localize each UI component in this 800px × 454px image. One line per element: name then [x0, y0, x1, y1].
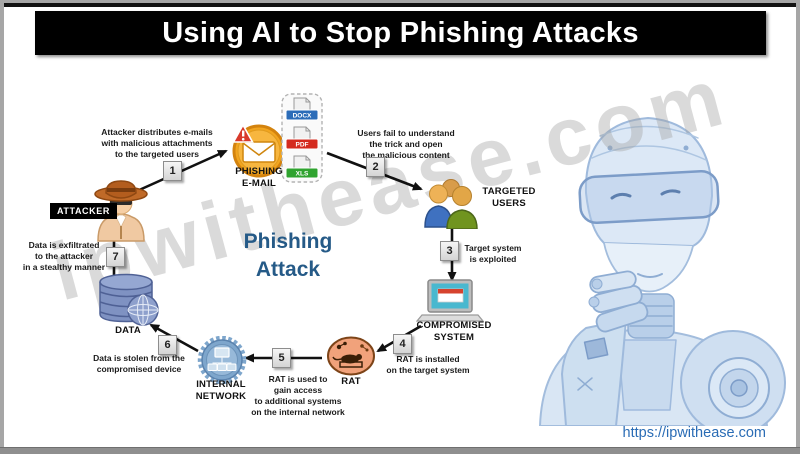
step-3-badge: 3	[440, 241, 459, 261]
step-3-text: Target system is exploited	[464, 243, 522, 265]
ai-robot-illustration	[539, 117, 786, 426]
svg-text:DOCX: DOCX	[293, 113, 312, 120]
frame-border-left	[0, 0, 4, 454]
pdf-file-icon: PDF	[285, 126, 319, 150]
docx-file-icon: DOCX	[285, 97, 319, 121]
step-6-badge: 6	[158, 335, 177, 355]
step-5-badge: 5	[272, 348, 291, 368]
warning-triangle-icon	[232, 124, 254, 143]
step-7-badge: 7	[106, 247, 125, 267]
phishing-email-icon	[232, 124, 286, 178]
malicious-attachments-icons: DOCX PDF XLS	[281, 93, 323, 183]
internal-network-label: INTERNAL NETWORK	[195, 379, 247, 402]
svg-text:PDF: PDF	[296, 142, 309, 149]
frame-top-black-strip	[0, 3, 800, 7]
data-database-icon	[99, 273, 159, 326]
globe-icon	[127, 294, 159, 326]
frame-border-right	[796, 0, 800, 454]
targeted-users-icon	[424, 179, 478, 229]
rat-malware-icon	[327, 336, 375, 376]
data-label: DATA	[115, 325, 141, 336]
svg-text:XLS: XLS	[296, 171, 309, 178]
attacker-label: ATTACKER	[50, 203, 117, 219]
phishing-email-label: PHISHING E-MAIL	[235, 166, 283, 189]
compromised-system-laptop-icon	[416, 279, 484, 322]
step-5-text: RAT is used to gain access to additional…	[251, 374, 345, 418]
diagram-center-title: Phishing Attack	[243, 230, 333, 282]
step-4-badge: 4	[393, 334, 412, 354]
targeted-users-label: TARGETED USERS	[482, 186, 536, 209]
frame-border-top	[0, 0, 800, 3]
title-bar: Using AI to Stop Phishing Attacks	[35, 11, 766, 55]
step-6-text: Data is stolen from the compromised devi…	[93, 353, 185, 375]
page-title: Using AI to Stop Phishing Attacks	[162, 16, 639, 49]
website-link[interactable]: https://ipwithease.com	[622, 425, 766, 441]
compromised-system-label: COMPROMISED SYSTEM	[416, 320, 492, 343]
step-1-text: Attacker distributes e-mails with malici…	[101, 127, 213, 160]
xls-file-icon: XLS	[285, 155, 319, 179]
step-2-badge: 2	[366, 157, 385, 177]
step-7-text: Data is exfiltrated to the attacker in a…	[22, 240, 106, 273]
rat-label: RAT	[341, 376, 361, 387]
step-4-text: RAT is installed on the target system	[386, 354, 470, 376]
step-1-badge: 1	[163, 161, 182, 181]
frame-border-bottom	[0, 447, 800, 454]
